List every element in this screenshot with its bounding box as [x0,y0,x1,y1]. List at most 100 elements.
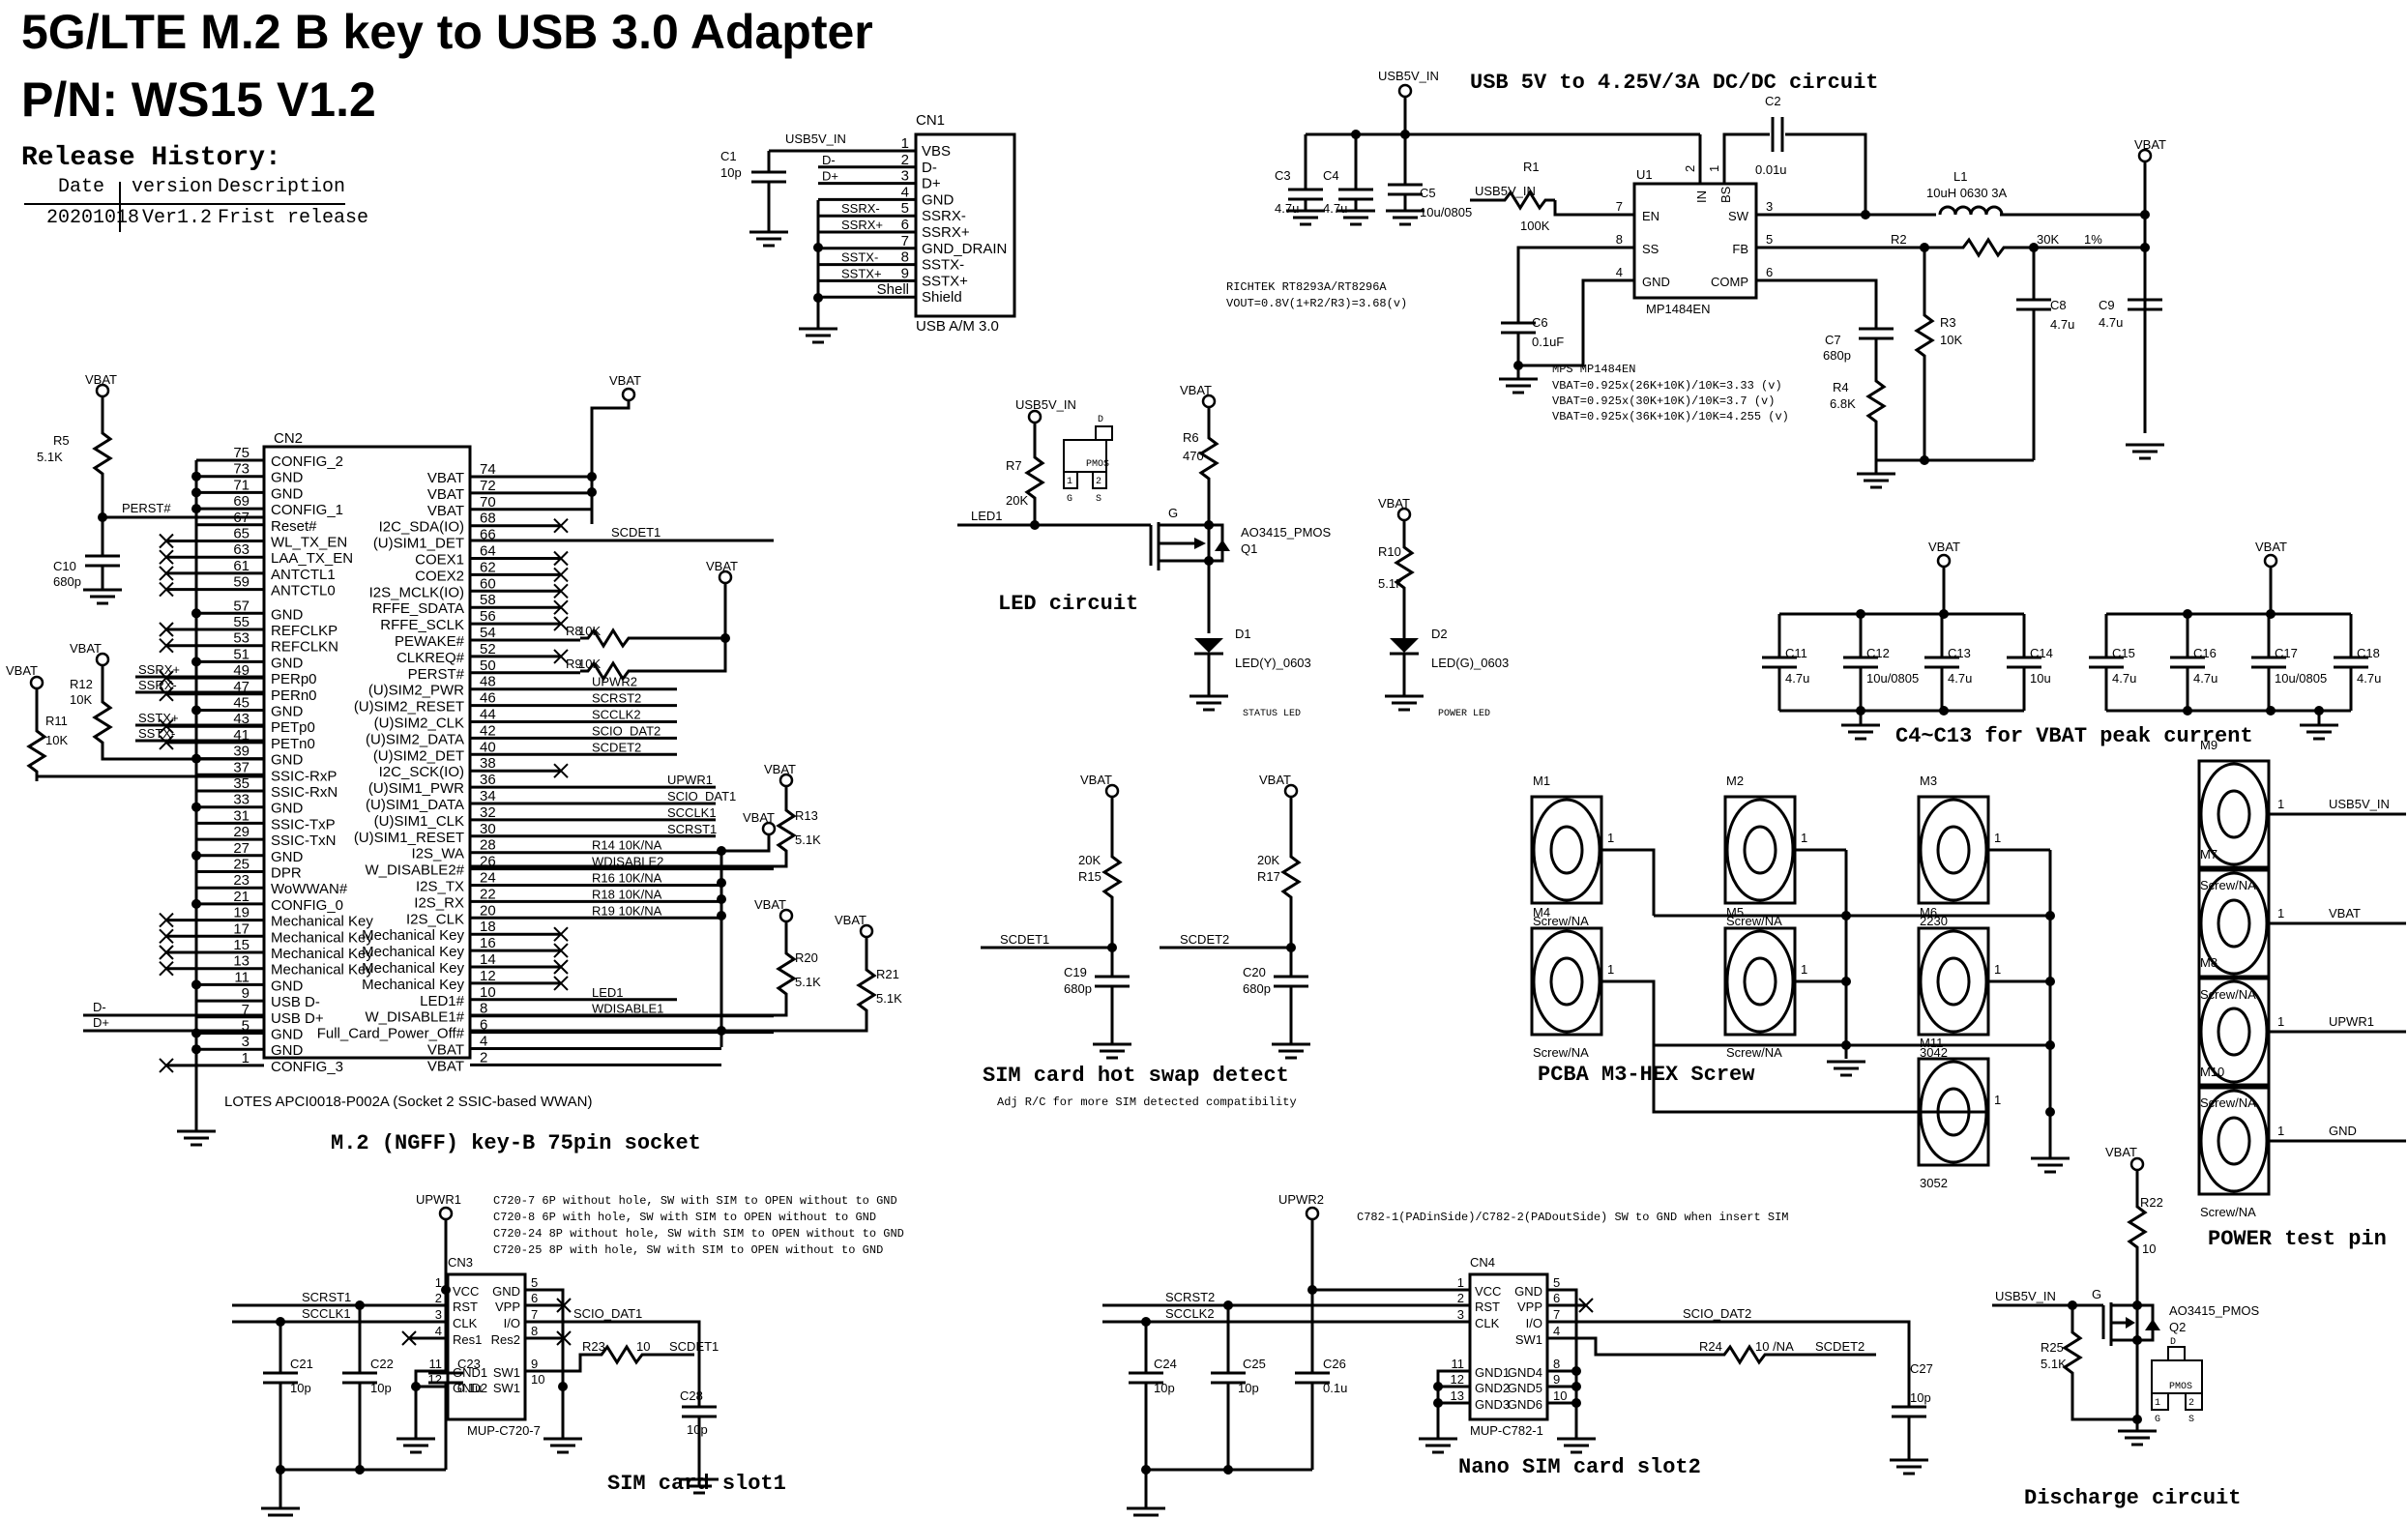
c19-value: 680p [1064,981,1092,996]
r5-ref: R5 [53,433,70,448]
r6-ref: R6 [1183,430,1199,445]
sim1-upwr1: UPWR1 [416,1192,461,1207]
r1-net: USB5V_IN [1475,184,1536,198]
sim-pin-number: 13 [1451,1388,1464,1403]
cn2-pin-number: 7 [242,1002,250,1018]
cn2-pin-number: 10 [480,984,496,1001]
sim1-note-1: C720-7 6P without hole, SW with SIM to O… [493,1194,897,1208]
sim1-note-3: C720-24 8P without hole, SW with SIM to … [493,1227,904,1241]
cn1-ref: CN1 [916,112,945,129]
u1-pin-name: FB [1732,242,1748,256]
q1-pmos-symbol [1149,520,1230,570]
r22-value: 10 [2142,1241,2156,1256]
test-pin-net: VBAT [2329,906,2361,920]
screw-pin-number: 1 [1607,962,1614,977]
net-scdet2-det: SCDET2 [1180,932,1229,947]
cap-value: 4.7u [1948,671,1972,686]
sim-pin-name: GND3 [1475,1397,1510,1412]
cn2-pin-number: 36 [480,772,496,788]
cn2-pin-number: 14 [480,951,496,968]
r5-vbat: VBAT [85,372,117,387]
cn2-pin-net: R14 10K/NA [592,838,662,853]
cn2-pin-number: 60 [480,575,496,592]
r8-ref: R8 [566,624,582,638]
cn1-pin-net: SSTX+ [841,266,882,280]
c7-ref: C7 [1825,333,1841,347]
sim-pin-number: 2 [435,1291,442,1305]
svg-text:PMOS: PMOS [1086,459,1109,470]
r15-vbat: VBAT [1080,773,1112,787]
r2-tolerance: 1% [2084,232,2102,247]
cn2-pin-name: SSIC-TxN [271,833,337,849]
cn2-pin-name: PERST# [408,666,465,683]
sim1-net-det: SCDET1 [669,1339,719,1354]
c23-value: 0.1u [457,1381,482,1395]
cn2-pin-name: (U)SIM2_CLK [374,716,464,732]
r13-value: 5.1K [795,833,821,847]
col-version: version [132,176,213,198]
c28-ref: C28 [680,1388,703,1403]
cn2-pin-number: 52 [480,641,496,657]
led1-net: LED1 [971,509,1003,523]
sim-pin-name: CLK [453,1316,478,1330]
release-history: Release History: Date version Descriptio… [21,143,368,232]
cn2-pin-number: 20 [480,902,496,919]
cn1-pin-number: 8 [901,249,909,266]
sim1-note-4: C720-25 8P with hole, SW with SIM to OPE… [493,1243,883,1257]
cn2-pin-number: 13 [233,953,250,970]
row-description: Frist release [218,207,368,229]
cn2-pin-number: 51 [233,646,250,662]
sim2-net-io: SCIO_DAT2 [1683,1306,1751,1321]
r11-vbat: VBAT [6,663,38,678]
dcdc-section-title: USB 5V to 4.25V/3A DC/DC circuit [1470,71,1878,95]
dcdc-usb5v-label: USB5V_IN [1378,69,1439,83]
mps-note-4: VBAT=0.925x(36K+10K)/10K=4.255 (v) [1552,410,1789,424]
r23-value: 10 [636,1339,650,1354]
discharge-circuit: Discharge circuit VBAT R22 10 USB5V_IN G… [1992,1145,2260,1510]
cn2-pin-number: 72 [480,478,496,494]
cn2-pin-number: 2 [480,1049,487,1066]
cn1-pin-number: 7 [901,233,909,249]
sim-hot-swap-detect: SIM card hot swap detect Adj R/C for mor… [981,773,1312,1109]
r21-vbat: VBAT [835,913,866,927]
sim-pin-number: 6 [531,1291,538,1305]
cn2-pin-number: 53 [233,630,250,647]
r6-vbat: VBAT [1180,383,1212,397]
cn2-pin-number: 73 [233,461,250,478]
c6-value: 0.1uF [1532,335,1564,349]
cn1-pin-net: SSRX+ [841,218,883,232]
test-pin-ref: M9 [2200,738,2217,752]
r10-value: 5.1K [1378,576,1404,591]
cap-value: 4.7u [2112,671,2136,686]
cn2-pin-name: GND [271,801,304,817]
cn2-pin-name: I2S_WA [412,846,464,862]
c21-value: 10p [290,1381,311,1395]
u1-pin-name: SW [1728,209,1749,223]
screw-ref: M5 [1726,905,1744,920]
sim-pin-number: 2 [1457,1291,1464,1305]
sim-pin-number: 4 [435,1324,442,1338]
